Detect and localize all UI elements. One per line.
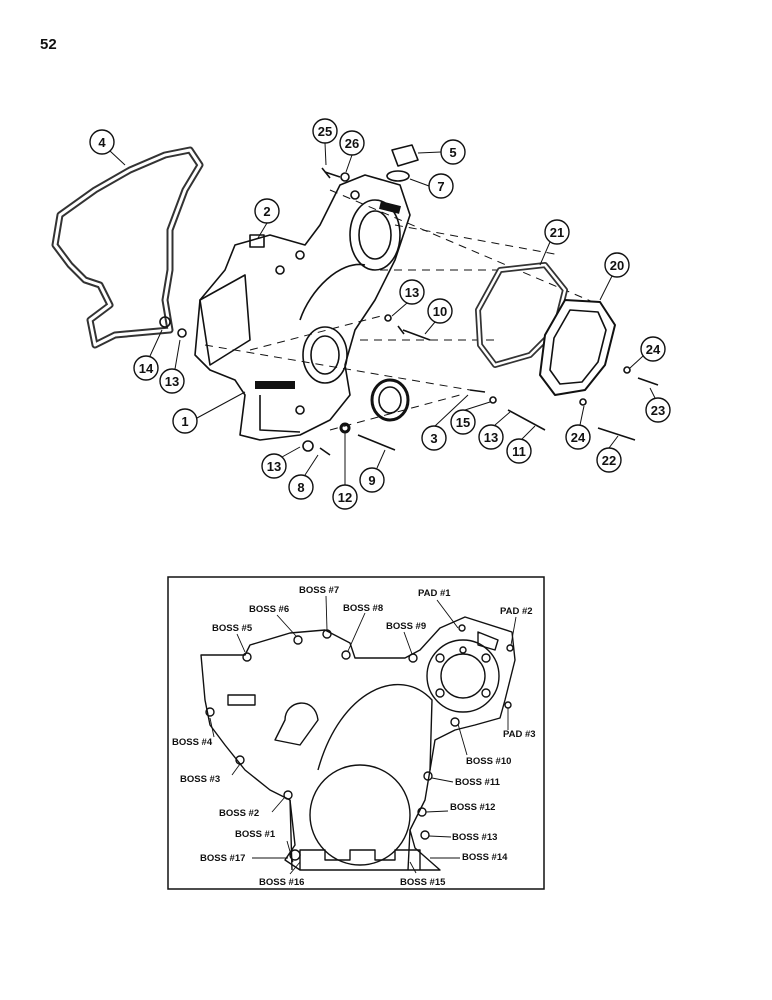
label-boss-6: BOSS #6 (249, 604, 289, 615)
callout-21: 21 (550, 225, 564, 240)
callout-13-c: 13 (484, 430, 498, 445)
callout-5: 5 (449, 145, 456, 160)
page-number: 52 (40, 36, 57, 53)
label-boss-7: BOSS #7 (299, 585, 339, 596)
callout-24-a: 24 (646, 342, 661, 357)
callout-23: 23 (651, 403, 665, 418)
plug-part-5 (386, 144, 419, 182)
callout-20: 20 (610, 258, 624, 273)
label-boss-5: BOSS #5 (212, 623, 253, 634)
callout-22: 22 (602, 453, 616, 468)
gasket-part-4 (51, 146, 204, 349)
gasket-part-21 (475, 262, 568, 368)
label-boss-11: BOSS #11 (455, 777, 501, 788)
callout-14: 14 (139, 361, 154, 376)
callout-4: 4 (98, 135, 106, 150)
callout-13-d: 13 (267, 459, 281, 474)
oil-seal-part-3 (370, 378, 410, 422)
label-boss-8: BOSS #8 (343, 603, 383, 614)
label-boss-4: BOSS #4 (172, 737, 213, 748)
callout-11: 9 (368, 473, 375, 488)
label-pad-3: PAD #3 (503, 729, 536, 740)
callout-15: 15 (456, 415, 470, 430)
callout-13-a: 13 (405, 285, 419, 300)
label-boss-10: BOSS #10 (466, 756, 511, 767)
label-boss-14: BOSS #14 (462, 852, 508, 863)
label-boss-9: BOSS #9 (386, 621, 426, 632)
label-boss-15: BOSS #15 (400, 877, 446, 888)
callout-2: 2 (263, 204, 270, 219)
callout-8: 8 (297, 480, 304, 495)
callout-9: 10 (433, 304, 447, 319)
label-boss-3: BOSS #3 (180, 774, 220, 785)
bolts (159, 167, 659, 456)
callout-13-b: 13 (165, 374, 179, 389)
label-boss-2: BOSS #2 (219, 808, 259, 819)
callout-12: 12 (338, 490, 352, 505)
callout-26: 26 (345, 136, 359, 151)
callout-3: 3 (430, 431, 437, 446)
label-pad-2: PAD #2 (500, 606, 533, 617)
callout-25: 25 (318, 124, 332, 139)
dowel-part-2 (249, 234, 265, 248)
label-boss-12: BOSS #12 (450, 802, 495, 813)
callout-24-b: 24 (571, 430, 586, 445)
boss-location-diagram: BOSS #1 BOSS #2 BOSS #3 BOSS #4 BOSS #5 … (167, 576, 545, 890)
timing-cover-part-1 (194, 174, 411, 441)
label-boss-17: BOSS #17 (200, 853, 245, 864)
label-boss-13: BOSS #13 (452, 832, 497, 843)
callouts: 4 2 25 26 5 7 21 20 13 10 14 13 1 24 3 1… (89, 118, 671, 510)
label-boss-16: BOSS #16 (259, 877, 304, 888)
callout-10: 11 (512, 444, 526, 459)
callout-1: 1 (181, 414, 188, 429)
label-pad-1: PAD #1 (418, 588, 451, 599)
callout-7: 7 (437, 179, 444, 194)
cover-plate-part-20 (539, 299, 616, 396)
label-boss-1: BOSS #1 (235, 829, 276, 840)
